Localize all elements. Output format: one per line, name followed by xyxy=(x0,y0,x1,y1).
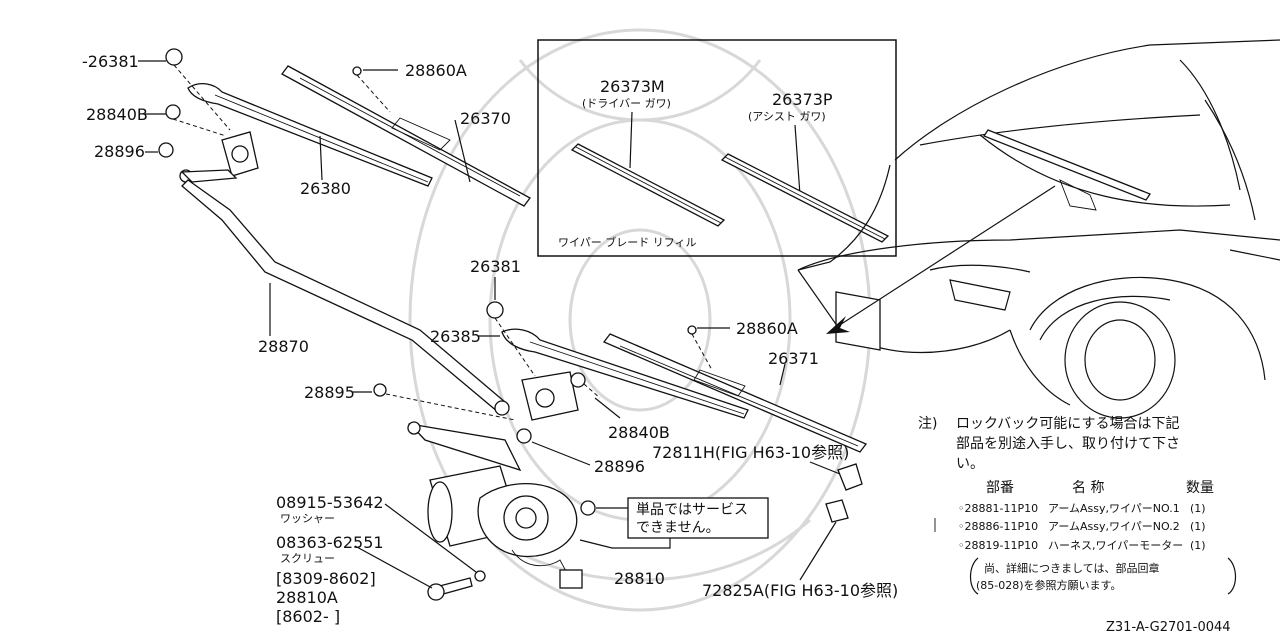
note-row-2-name: アームAssy,ワイパーNO.2 xyxy=(1048,520,1180,533)
wiper-motor-28810 xyxy=(407,421,596,601)
service-note-line-1: 単品ではサービス xyxy=(636,502,748,518)
note-footer-1: 尚、詳細につきましては、部品回章 xyxy=(984,561,1159,575)
note-header-name: 名 称 xyxy=(1072,480,1104,496)
label-28810: 28810 xyxy=(614,569,665,588)
note-row-1-qty: (1) xyxy=(1190,502,1206,515)
wiper-blade-26370 xyxy=(281,65,531,207)
driver-side-label: (ドライバー ガワ) xyxy=(582,97,671,110)
note-prefix: 注) xyxy=(918,416,937,432)
label-26370: 26370 xyxy=(460,109,511,128)
service-note-line-2: できません。 xyxy=(636,520,720,536)
nut-26381-mid xyxy=(486,301,504,319)
label-28810a: 28810A xyxy=(276,588,338,607)
assist-refill-part-number: 26373P xyxy=(772,90,833,109)
note-header-part: 部番 xyxy=(986,480,1014,496)
refill-caption: ワイパー ブレード リフィル xyxy=(558,235,697,249)
part-labels: -26381 28860A 28840B 26370 28896 26380 2… xyxy=(82,52,1231,635)
note-line-3: い。 xyxy=(956,456,984,472)
nut-28840b-mid xyxy=(570,372,586,388)
nut-28840b-top xyxy=(165,104,181,120)
nut-26381-top xyxy=(165,48,183,66)
label-range-1: [8309-8602] xyxy=(276,569,376,588)
refill-inset: 26373M (ドライバー ガワ) 26373P (アシスト ガワ) ワイパー … xyxy=(537,39,897,257)
screw-28860a-top xyxy=(352,66,362,76)
label-72825a: 72825A(FIG H63-10参照) xyxy=(702,581,898,600)
clip-72811h xyxy=(837,463,863,491)
label-72811h: 72811H(FIG H63-10参照) xyxy=(652,443,849,462)
note-row-1-part: ◦28881-11P10 xyxy=(958,502,1038,515)
lower-wiper-assembly xyxy=(373,301,868,453)
label-28895: 28895 xyxy=(304,383,355,402)
service-note-box xyxy=(627,497,769,539)
bushing-28895 xyxy=(373,383,387,397)
label-washer: ワッシャー xyxy=(280,512,335,525)
label-range-2: [8602- ] xyxy=(276,607,340,626)
label-28860a-mid: 28860A xyxy=(736,319,798,338)
clip-72825a xyxy=(825,499,849,523)
upper-wiper-assembly xyxy=(158,48,531,207)
nut-28896-top xyxy=(158,142,174,158)
label-26380: 26380 xyxy=(300,179,351,198)
figure-code: Z31-A-G2701-0044 xyxy=(1106,620,1231,635)
note-line-1: ロックバック可能にする場合は下記 xyxy=(956,415,1179,432)
note-footer-2: (85-028)を参照方願います。 xyxy=(976,578,1121,592)
label-28870: 28870 xyxy=(258,337,309,356)
wiper-blade-26371 xyxy=(602,333,868,453)
lockback-note: 注) ロックバック可能にする場合は下記 部品を別途入手し、取り付けて下さ い。 … xyxy=(918,415,1237,595)
washer-08915 xyxy=(474,570,486,582)
label-26381-top: -26381 xyxy=(82,52,139,71)
label-08363: 08363-62551 xyxy=(276,533,384,552)
assist-side-label: (アシスト ガワ) xyxy=(748,110,826,123)
nut-28896-mid xyxy=(516,428,532,444)
link-rod-28870 xyxy=(179,169,510,416)
label-26381-mid: 26381 xyxy=(470,257,521,276)
arrow-head xyxy=(826,316,850,334)
label-28840b-top: 28840B xyxy=(86,105,148,124)
note-line-2: 部品を別途入手し、取り付けて下さ xyxy=(956,435,1180,452)
grommet-service xyxy=(580,500,596,516)
note-row-2-part: ◦28886-11P10 xyxy=(958,520,1038,533)
label-28860a-top: 28860A xyxy=(405,61,467,80)
note-row-2-qty: (1) xyxy=(1190,520,1206,533)
driver-refill-part-number: 26373M xyxy=(600,77,665,96)
note-row-3-name: ハーネス,ワイパーモーター xyxy=(1048,539,1183,552)
label-screw: スクリュー xyxy=(280,552,335,565)
note-row-3-qty: (1) xyxy=(1190,539,1206,552)
leader-lines xyxy=(138,60,841,589)
note-row-3-part: ◦28819-11P10 xyxy=(958,539,1038,552)
label-08915: 08915-53642 xyxy=(276,493,384,512)
note-header-qty: 数量 xyxy=(1186,480,1214,496)
screw-28860a-mid xyxy=(687,325,697,335)
note-row-1-name: アームAssy,ワイパーNO.1 xyxy=(1048,502,1180,515)
label-28896-mid: 28896 xyxy=(594,457,645,476)
label-28840b-mid: 28840B xyxy=(608,423,670,442)
label-28896-top: 28896 xyxy=(94,142,145,161)
label-26385: 26385 xyxy=(430,327,481,346)
label-26371: 26371 xyxy=(768,349,819,368)
